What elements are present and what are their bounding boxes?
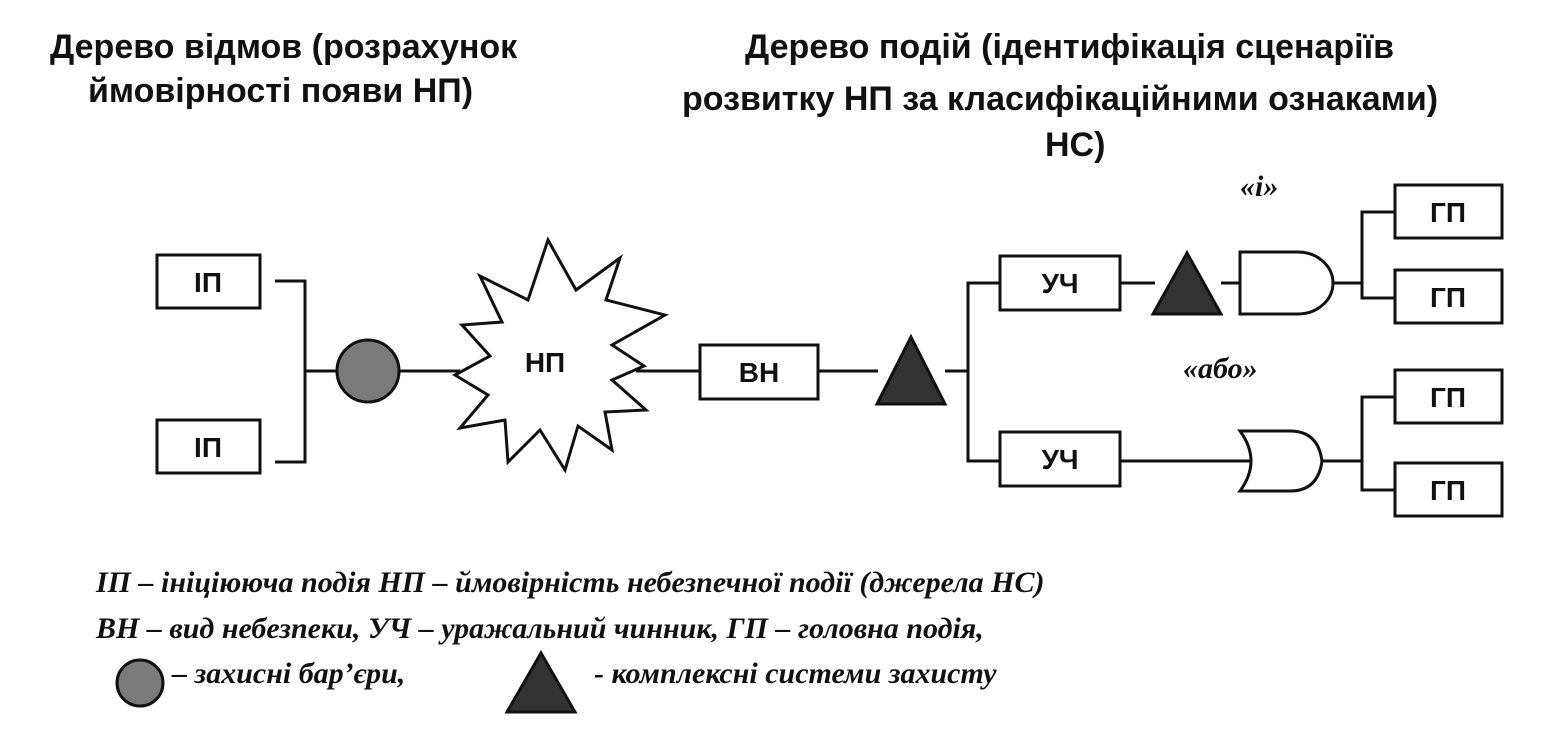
legend-line2: ВН – вид небезпеки, УЧ – уражальний чинн… — [95, 612, 984, 645]
or-gate-icon — [1237, 429, 1324, 493]
protective-barrier-icon — [335, 338, 401, 404]
main-event-label-4: ГП — [1430, 475, 1466, 506]
right-title-line2: розвитку НП за класифікаційними ознаками… — [682, 80, 1438, 118]
hazardous-event-label: НП — [525, 347, 565, 378]
right-title-line3: НС) — [1045, 126, 1105, 164]
initiating-event-label-top: ІП — [194, 267, 222, 298]
main-event-label-1: ГП — [1430, 197, 1466, 228]
legend-barrier-icon — [115, 658, 165, 708]
main-event-box-1 — [1393, 183, 1504, 240]
left-title-line2: ймовірності появи НП) — [88, 72, 473, 110]
or-gate-outcomes-bracket — [1360, 395, 1395, 492]
main-event-box-3 — [1393, 368, 1504, 425]
complex-protection-triangle-icon-upper — [1150, 249, 1224, 316]
legend-barrier-text: – захисні бар’єри, — [171, 657, 405, 690]
legend-line1: ІП – ініціююча подія НП – ймовірність не… — [95, 566, 1044, 599]
right-title-line1: Дерево подій (ідентифікація сценаріїв — [745, 28, 1394, 66]
main-event-box-2 — [1393, 268, 1504, 325]
damaging-factor-box-top — [998, 254, 1122, 312]
damaging-factor-label-top: УЧ — [1041, 268, 1078, 299]
initiating-event-box-top — [155, 253, 262, 310]
and-gate-label: «і» — [1240, 170, 1278, 203]
hazard-type-box — [698, 343, 820, 401]
legend-protection-text: - комплексні системи захисту — [594, 657, 997, 690]
legend-protection-triangle-icon — [504, 649, 578, 714]
damaging-factor-label-bottom: УЧ — [1041, 444, 1078, 475]
initiating-event-label-bottom: ІП — [194, 432, 222, 463]
hazardous-event-burst-icon — [451, 236, 669, 474]
main-event-label-3: ГП — [1430, 382, 1466, 413]
initiating-event-box-bottom — [155, 418, 262, 475]
complex-protection-triangle-icon — [874, 333, 948, 406]
damaging-factor-box-bottom — [998, 430, 1122, 488]
left-title-line1: Дерево відмов (розрахунок — [50, 28, 518, 66]
main-event-box-4 — [1393, 461, 1504, 518]
initiating-events-bracket — [275, 279, 307, 464]
and-gate-outcomes-bracket — [1360, 210, 1395, 300]
damaging-factors-branch — [966, 281, 1000, 463]
and-gate-icon — [1238, 250, 1335, 316]
main-event-label-2: ГП — [1430, 282, 1466, 313]
hazard-type-label: ВН — [739, 357, 779, 388]
or-gate-label: «або» — [1183, 352, 1258, 385]
